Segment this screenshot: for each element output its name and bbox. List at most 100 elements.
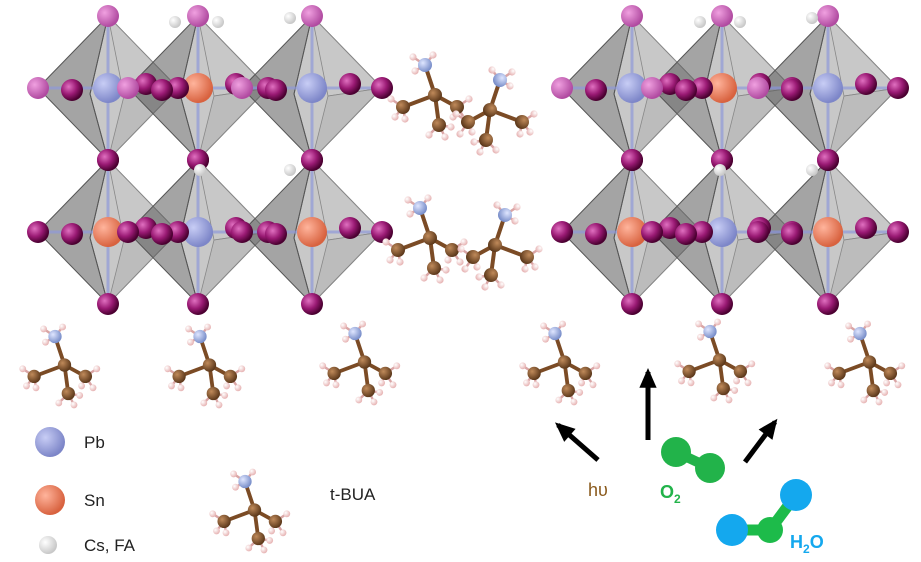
hydrogen-atom (860, 396, 868, 404)
hydrogen-atom (177, 384, 185, 392)
hydrogen-atom (332, 381, 340, 389)
hydrogen-atom (894, 381, 902, 389)
nitrogen-atom (703, 324, 717, 339)
hydrogen-atom (340, 322, 348, 330)
iodide-atom (817, 5, 839, 27)
hydrogen-atom (457, 245, 465, 253)
hydrogen-atom (475, 273, 483, 281)
iodide-atom (339, 73, 361, 95)
hydrogen-atom (678, 377, 685, 385)
carbon-atom (217, 514, 231, 529)
hydrogen-atom (476, 148, 484, 156)
cs-fa-atom (284, 164, 296, 176)
carbon-atom (223, 369, 238, 384)
tbua-molecule (382, 194, 468, 284)
hydrogen-atom (42, 338, 49, 346)
tbua-molecule (19, 323, 101, 409)
tbua-molecule (452, 66, 538, 156)
iodide-atom (371, 77, 393, 99)
hydrogen-atom (168, 382, 175, 390)
hydrogen-atom (204, 323, 212, 331)
iodide-atom (371, 221, 393, 243)
hydrogen-atom (76, 391, 84, 399)
hydrogen-atom (452, 110, 460, 118)
hydrogen-atom (230, 470, 238, 478)
hydrogen-atom (406, 210, 414, 218)
hydrogen-atom (511, 217, 519, 225)
hydrogen-atom (401, 115, 409, 123)
carbon-atom (423, 231, 437, 245)
hydrogen-atom (283, 510, 291, 518)
hydrogen-atom (234, 384, 242, 392)
tbua-molecule (209, 468, 291, 554)
carbon-atom (488, 238, 502, 252)
carbon-atom (327, 366, 341, 381)
hydrogen-atom (461, 265, 469, 273)
nitrogen-atom (238, 474, 252, 489)
iodide-atom (817, 149, 839, 171)
iodide-atom (585, 223, 607, 245)
hydrogen-atom (376, 388, 384, 396)
stimulus-arrow (639, 368, 657, 440)
hydrogen-atom (687, 379, 695, 387)
carbon-atom (57, 358, 72, 372)
hydrogen-atom (319, 362, 327, 370)
sn-atom (813, 217, 843, 247)
iodide-atom (167, 77, 189, 99)
carbon-atom (361, 383, 375, 398)
hydrogen-atom (576, 388, 584, 396)
hydrogen-atom (442, 266, 450, 274)
hydrogen-atom (222, 529, 230, 537)
sn-legend-swatch (35, 485, 65, 515)
iodide-atom (27, 221, 49, 243)
carbon-atom (520, 250, 534, 264)
iodide-atom (747, 221, 769, 243)
cs-fa-atom (806, 164, 818, 176)
carbon-atom (202, 358, 217, 372)
light-label: hυ (588, 480, 608, 500)
hydrogen-atom (593, 362, 601, 370)
iodide-atom (61, 79, 83, 101)
water-label: H2O (790, 532, 824, 556)
hydrogen-atom (391, 113, 399, 121)
hydrogen-atom (864, 320, 872, 328)
iodide-atom (641, 77, 663, 99)
carbon-atom (251, 531, 265, 546)
hydrogen-atom (748, 360, 756, 368)
cs-fa-atom (194, 164, 206, 176)
hydrogen-atom (559, 320, 567, 328)
iodide-atom (747, 77, 769, 99)
hydrogen-atom (425, 131, 433, 139)
cs-fa-atom (169, 16, 181, 28)
tbua-molecule (674, 318, 756, 404)
carbon-atom (268, 514, 283, 529)
hydrogen-atom (359, 320, 367, 328)
iodide-atom (691, 221, 713, 243)
iodide-atom (301, 149, 323, 171)
tbua-molecule (457, 201, 543, 291)
hydrogen-atom (845, 322, 853, 330)
hydrogen-atom (674, 360, 682, 368)
pb-atom (297, 73, 327, 103)
carbon-atom (866, 383, 880, 398)
hydrogen-atom (268, 527, 276, 535)
nitrogen-atom (853, 326, 867, 341)
octahedron-sn (757, 158, 900, 306)
hydrogen-atom (837, 381, 845, 389)
sn-atom (617, 217, 647, 247)
hydrogen-atom (493, 201, 501, 209)
hydrogen-atom (266, 536, 274, 544)
iodide-atom (265, 223, 287, 245)
pb-atom (183, 217, 213, 247)
hydrogen-atom (249, 468, 257, 476)
carbon-atom (357, 355, 372, 369)
tbua-molecule (164, 323, 246, 409)
iodide-atom (339, 217, 361, 239)
csfa-legend-swatch (39, 536, 57, 554)
hydrogen-atom (40, 325, 48, 333)
sn-legend-label: Sn (84, 491, 105, 510)
hydrogen-atom (531, 263, 539, 271)
water-molecule (716, 479, 812, 546)
hydrogen-atom (847, 335, 854, 343)
hydrogen-atom (875, 398, 883, 406)
